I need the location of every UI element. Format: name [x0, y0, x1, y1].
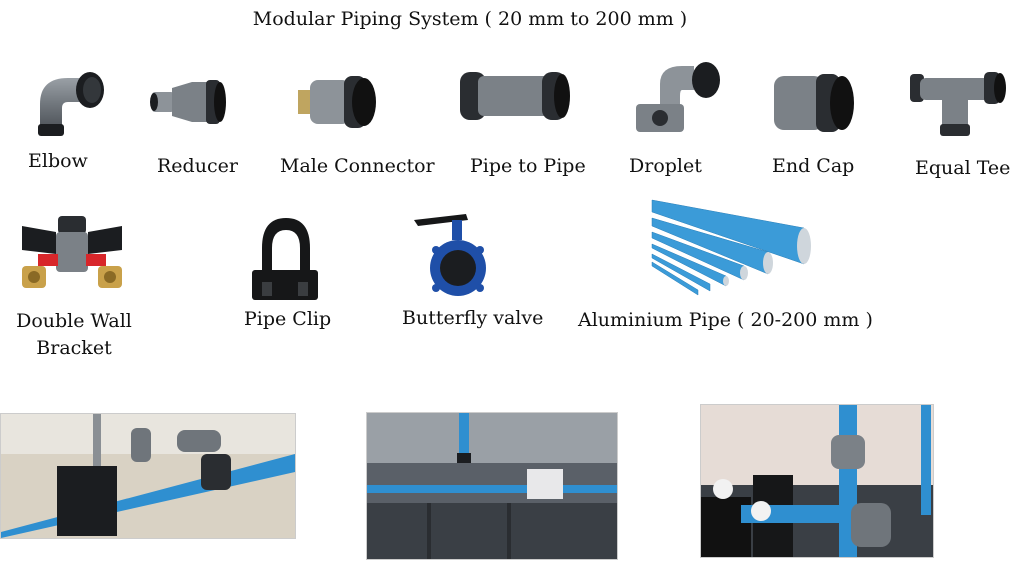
elbow-image — [32, 68, 112, 140]
installation-photo-3 — [700, 404, 934, 558]
elbow-label: Elbow — [28, 150, 88, 172]
pipe-clip-image — [248, 212, 322, 304]
male-connector-label: Male Connector — [280, 155, 435, 177]
droplet-image — [632, 60, 724, 138]
double-wall-bracket-line1: Double Wall — [16, 310, 132, 332]
double-wall-bracket-label: Double Wall Bracket — [14, 308, 134, 362]
installation-photo-2 — [366, 412, 618, 560]
aluminium-pipe-label: Aluminium Pipe ( 20-200 mm ) — [578, 309, 873, 331]
reducer-image — [148, 76, 228, 128]
end-cap-label: End Cap — [772, 155, 855, 177]
aluminium-pipe-image — [648, 196, 816, 296]
pipe-to-pipe-label: Pipe to Pipe — [470, 155, 586, 177]
male-connector-image — [296, 72, 380, 132]
reducer-label: Reducer — [157, 155, 238, 177]
end-cap-image — [772, 72, 856, 134]
double-wall-bracket-image — [16, 210, 128, 300]
double-wall-bracket-line2: Bracket — [36, 337, 112, 359]
butterfly-valve-image — [408, 210, 488, 304]
equal-tee-image — [906, 68, 1010, 140]
equal-tee-label: Equal Tee — [915, 157, 1011, 179]
installation-photo-1 — [0, 413, 296, 539]
droplet-label: Droplet — [629, 155, 702, 177]
page-title: Modular Piping System ( 20 mm to 200 mm … — [252, 8, 688, 30]
pipe-clip-label: Pipe Clip — [244, 308, 332, 330]
butterfly-valve-label: Butterfly valve — [402, 307, 544, 329]
pipe-to-pipe-image — [458, 68, 570, 124]
